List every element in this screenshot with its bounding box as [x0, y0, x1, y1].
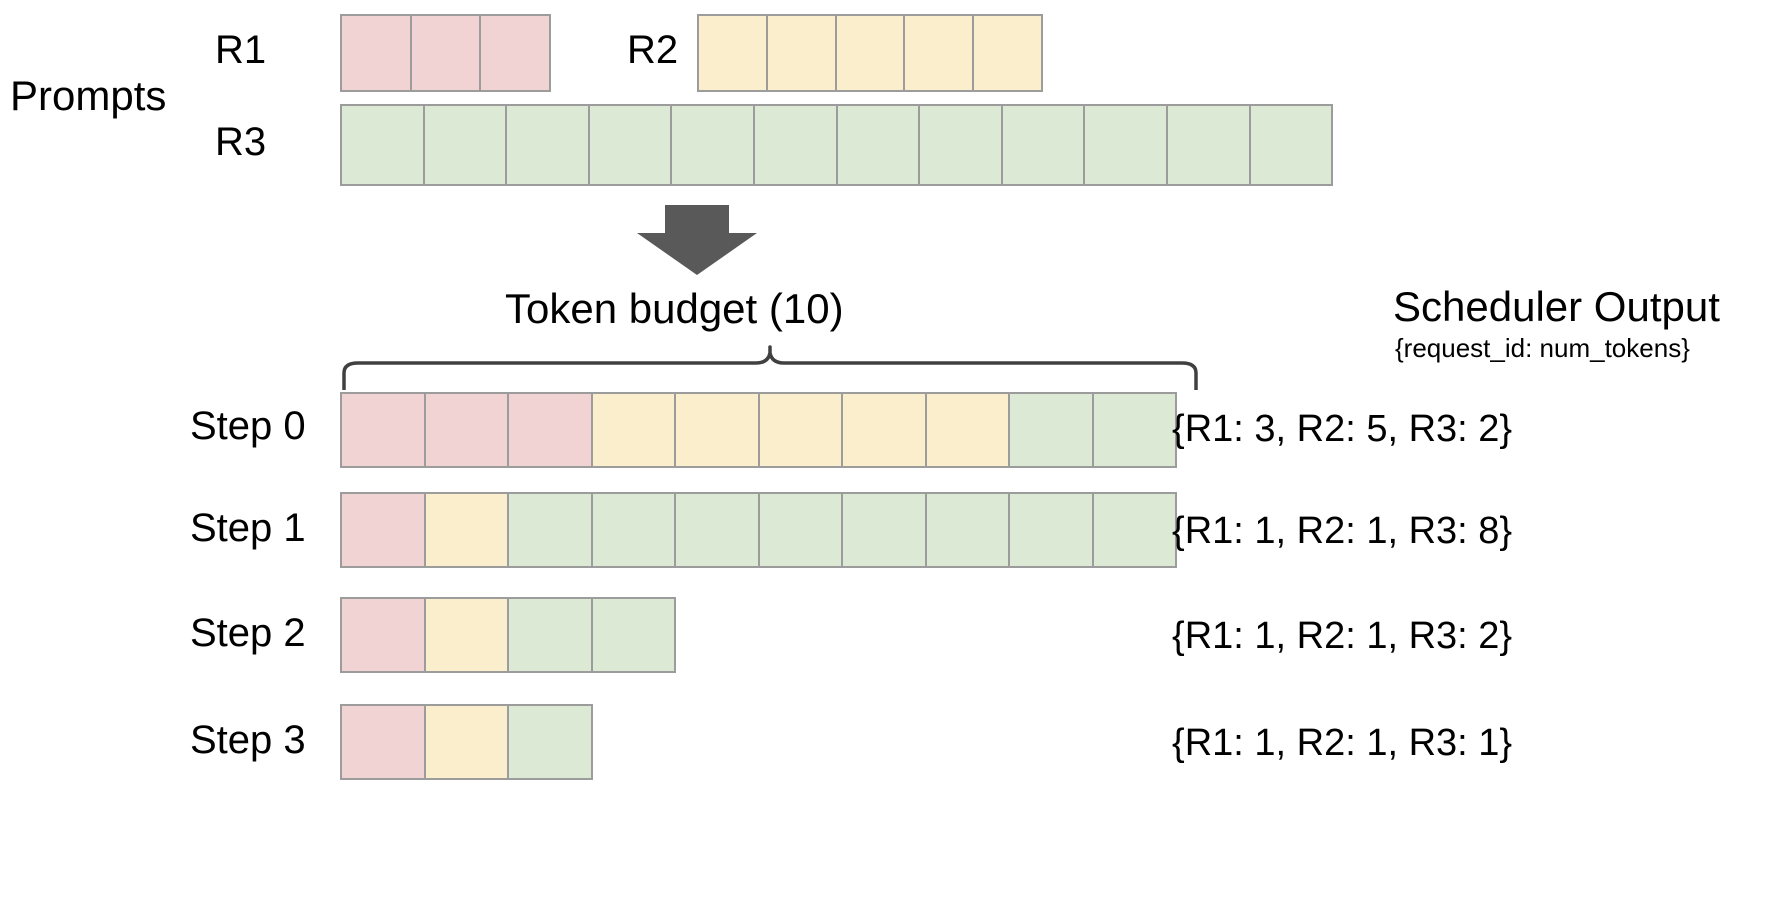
step-row-1 — [340, 492, 1177, 568]
token-cell-r2 — [972, 14, 1043, 92]
token-cell-r3 — [1165, 104, 1251, 186]
token-cell-r3 — [752, 104, 838, 186]
token-cell-r2 — [590, 392, 676, 468]
token-cell-r3 — [1248, 104, 1334, 186]
token-cell-r3 — [507, 704, 593, 780]
token-cell-r2 — [697, 14, 768, 92]
token-cell-r3 — [340, 104, 425, 186]
step-label-2: Step 2 — [190, 611, 306, 655]
token-cell-r2 — [841, 392, 927, 468]
token-cell-r1 — [340, 14, 412, 92]
token-cell-r3 — [422, 104, 508, 186]
token-cell-r1 — [423, 392, 509, 468]
token-cell-r1 — [340, 704, 426, 780]
token-cell-r2 — [924, 392, 1010, 468]
token-cell-r3 — [1000, 104, 1086, 186]
scheduler-output-1: {R1: 1, R2: 1, R3: 8} — [1172, 510, 1513, 552]
token-cell-r3 — [590, 597, 676, 673]
token-cell-r1 — [479, 14, 551, 92]
step-label-0: Step 0 — [190, 404, 306, 448]
token-cell-r3 — [1008, 392, 1094, 468]
token-budget-title: Token budget (10) — [505, 285, 844, 332]
step-row-3 — [340, 704, 593, 780]
token-cell-r3 — [1083, 104, 1168, 186]
token-cell-r3 — [505, 104, 590, 186]
token-cell-r3 — [841, 492, 927, 568]
prompts-label: Prompts — [10, 72, 167, 119]
token-cell-r3 — [507, 597, 593, 673]
token-cell-r2 — [423, 704, 509, 780]
token-cell-r1 — [409, 14, 482, 92]
token-cell-r3 — [670, 104, 755, 186]
token-cell-r3 — [918, 104, 1003, 186]
prompt-label-r1: R1 — [215, 28, 267, 72]
token-cell-r2 — [834, 14, 906, 92]
token-cell-r1 — [340, 392, 426, 468]
step-row-2 — [340, 597, 676, 673]
token-cell-r3 — [1091, 492, 1177, 568]
token-cell-r2 — [757, 392, 843, 468]
scheduler-output-0: {R1: 3, R2: 5, R3: 2} — [1172, 408, 1513, 450]
prompt-row-r3 — [340, 104, 1334, 186]
token-cell-r2 — [423, 597, 509, 673]
step-label-1: Step 1 — [190, 506, 306, 550]
prompt-row-r1 — [340, 14, 551, 92]
down-arrow-icon — [637, 205, 757, 275]
token-cell-r1 — [340, 597, 426, 673]
scheduler-output-subtitle: {request_id: num_tokens} — [1395, 333, 1690, 363]
scheduler-output-3: {R1: 1, R2: 1, R3: 1} — [1172, 722, 1513, 764]
token-cell-r3 — [507, 492, 593, 568]
token-cell-r3 — [1091, 392, 1177, 468]
token-budget-brace — [340, 345, 1200, 395]
step-label-3: Step 3 — [190, 718, 306, 762]
step-row-0 — [340, 392, 1177, 468]
token-cell-r3 — [924, 492, 1010, 568]
prompt-label-r2: R2 — [627, 28, 679, 72]
token-cell-r1 — [340, 492, 426, 568]
token-cell-r3 — [590, 492, 676, 568]
prompt-row-r2 — [697, 14, 1043, 92]
token-cell-r2 — [674, 392, 760, 468]
token-cell-r3 — [587, 104, 673, 186]
token-cell-r2 — [765, 14, 837, 92]
token-cell-r3 — [835, 104, 921, 186]
token-cell-r3 — [757, 492, 843, 568]
scheduler-output-2: {R1: 1, R2: 1, R3: 2} — [1172, 615, 1513, 657]
token-cell-r3 — [1008, 492, 1094, 568]
token-cell-r2 — [423, 492, 509, 568]
prompt-label-r3: R3 — [215, 120, 267, 164]
token-cell-r2 — [903, 14, 975, 92]
token-cell-r3 — [674, 492, 760, 568]
scheduler-output-title: Scheduler Output — [1393, 283, 1720, 330]
token-cell-r1 — [507, 392, 593, 468]
